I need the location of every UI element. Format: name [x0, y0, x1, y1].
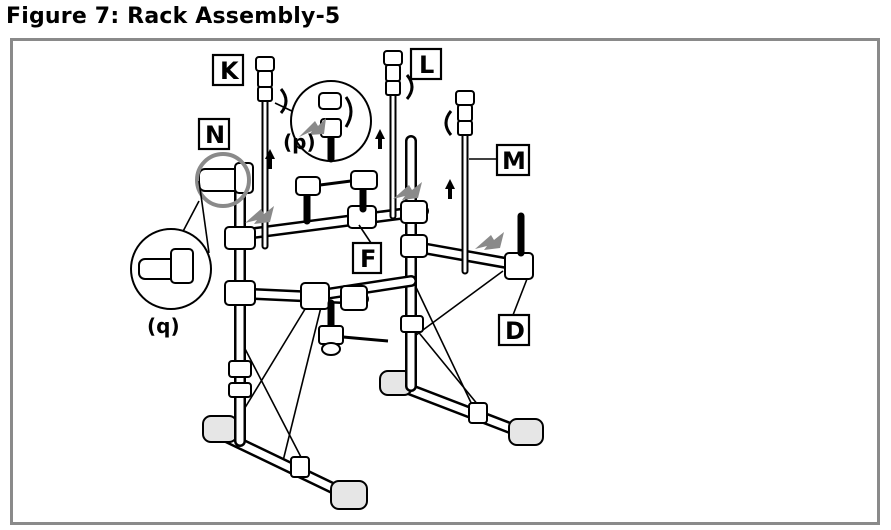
cymbal-tilter — [384, 51, 402, 65]
svg-text:F: F — [360, 245, 376, 273]
cymbal-tilter — [456, 91, 474, 105]
post-l — [384, 51, 402, 216]
upright-right — [401, 141, 423, 386]
callout-q: (q) — [147, 314, 180, 338]
label-f: F — [353, 225, 381, 273]
label-l: L — [411, 49, 441, 79]
rack-diagram: K L N M F D (p) (q) — [13, 41, 877, 522]
foot-cap — [509, 419, 543, 445]
figure-frame: K L N M F D (p) (q) — [10, 38, 880, 525]
svg-text:M: M — [502, 147, 526, 175]
label-d: D — [499, 279, 529, 345]
foot-cap — [203, 416, 237, 442]
label-k: K — [213, 55, 243, 85]
svg-text:D: D — [505, 317, 525, 345]
svg-text:N: N — [205, 121, 225, 149]
cymbal-tilter — [256, 57, 274, 71]
label-n: N — [199, 119, 229, 149]
svg-text:L: L — [419, 51, 434, 79]
post-m — [456, 91, 474, 271]
callout-p: (p) — [283, 130, 316, 154]
foot-cap — [331, 481, 367, 509]
svg-text:K: K — [220, 57, 240, 85]
figure-title: Figure 7: Rack Assembly-5 — [6, 4, 340, 29]
base-leg-left — [203, 416, 367, 509]
upper-crossbar-f — [225, 171, 427, 249]
label-m: M — [469, 145, 529, 175]
